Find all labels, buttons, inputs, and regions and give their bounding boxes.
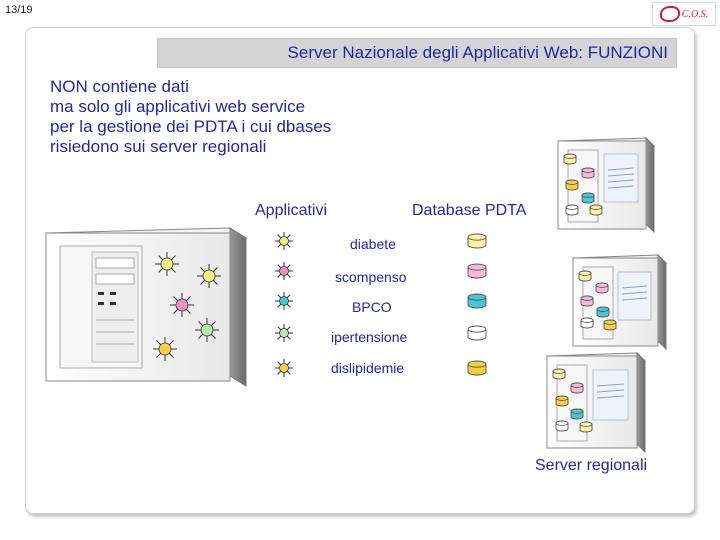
database-icon (571, 409, 583, 419)
database-icon (556, 421, 568, 431)
database-icon (580, 422, 592, 432)
application-star-icon (155, 252, 179, 276)
database-icon (604, 320, 616, 330)
database-icon (590, 205, 602, 215)
database-icon (468, 234, 486, 248)
database-icon (581, 296, 593, 306)
database-icon (596, 283, 608, 293)
application-star-icon (170, 293, 194, 317)
application-star-icon (275, 324, 293, 342)
application-star-icon (153, 337, 177, 361)
database-icon (468, 294, 486, 308)
application-star-icon (197, 264, 221, 288)
national-server-icon (46, 228, 246, 386)
application-star-icon (275, 359, 293, 377)
database-icon (553, 369, 565, 379)
application-star-icon (275, 262, 293, 280)
database-icon (571, 383, 583, 393)
application-star-icon (275, 292, 293, 310)
database-icon (468, 326, 486, 340)
database-icon (564, 154, 576, 164)
database-icon (566, 180, 578, 190)
database-icon (579, 271, 591, 281)
database-icon (582, 193, 594, 203)
database-icon (468, 361, 486, 375)
database-icon (556, 396, 568, 406)
database-icon (566, 205, 578, 215)
database-icon (581, 318, 593, 328)
application-star-icon (275, 232, 293, 250)
database-icon (468, 264, 486, 278)
application-star-icon (195, 318, 219, 342)
database-icon (582, 168, 594, 178)
database-icon (597, 307, 609, 317)
